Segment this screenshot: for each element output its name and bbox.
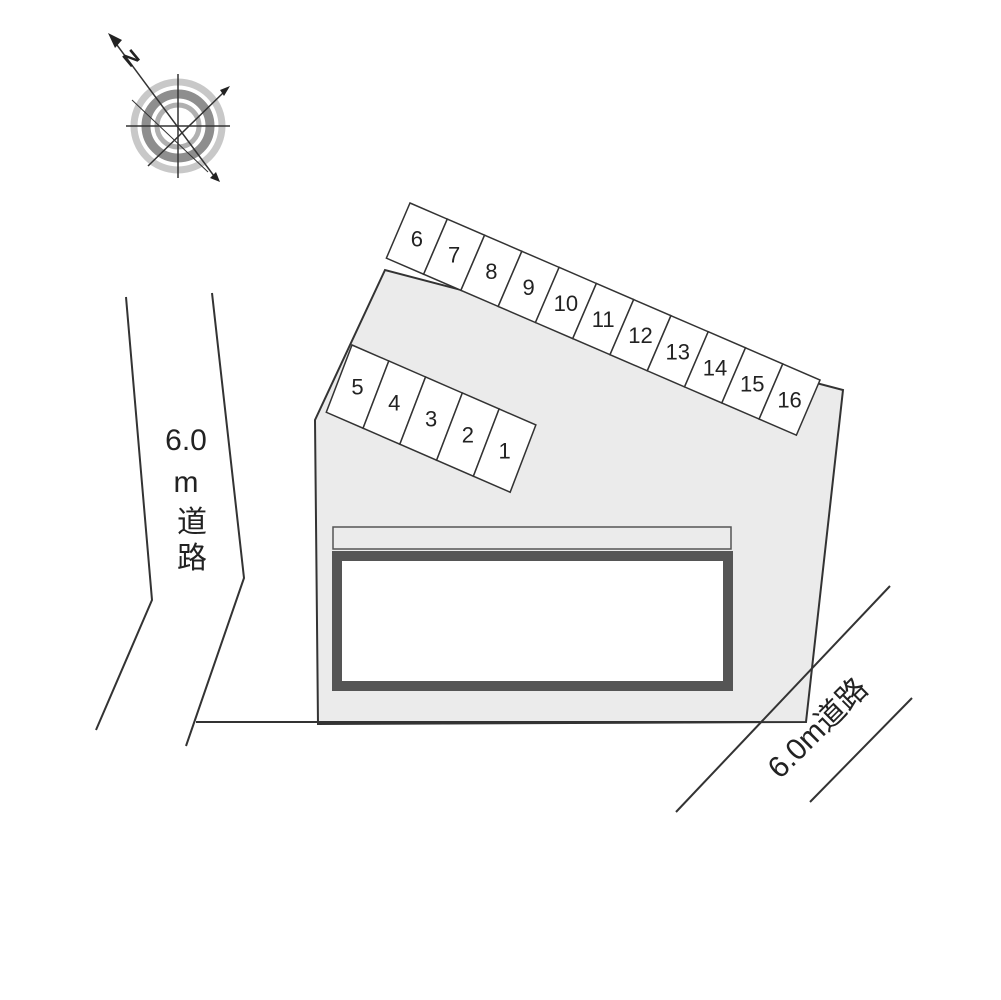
parking-slot-number: 13: [666, 339, 690, 364]
parking-slot-number: 7: [448, 243, 460, 268]
parking-slot-number: 1: [499, 439, 511, 464]
parking-slot-number: 8: [485, 259, 497, 284]
compass-rose-icon: N: [108, 33, 230, 182]
parking-row-upper: 678 9 10 11 12 13 14 15 16: [385, 202, 822, 437]
parking-slot-number: 12: [628, 323, 652, 348]
road-west-label-2: m: [174, 466, 199, 499]
upper-slot-16: [758, 362, 822, 437]
road-west-label-4: 路: [177, 542, 207, 575]
road-west: 6.0 m 道 路: [95, 292, 246, 747]
parking-slot-number: 9: [523, 275, 535, 300]
compass-north-label: N: [119, 46, 144, 72]
parking-slot-number: 5: [351, 375, 363, 400]
parking-slot-number: 15: [740, 371, 764, 396]
parking-slot-number: 3: [425, 407, 437, 432]
parking-slot-number: 11: [592, 307, 615, 332]
parking-slot-number: 2: [462, 423, 474, 448]
parking-slot-number: 14: [703, 355, 727, 380]
road-west-label-1: 6.0: [165, 424, 207, 457]
parking-slot-number: 6: [411, 227, 423, 252]
lower-slot-1: [472, 407, 537, 494]
parking-slot-number: 16: [777, 388, 801, 413]
building: [332, 526, 733, 691]
parking-slot-number: 4: [388, 391, 400, 416]
parking-slot-number: 10: [554, 291, 578, 316]
road-west-label-3: 道: [177, 506, 207, 539]
